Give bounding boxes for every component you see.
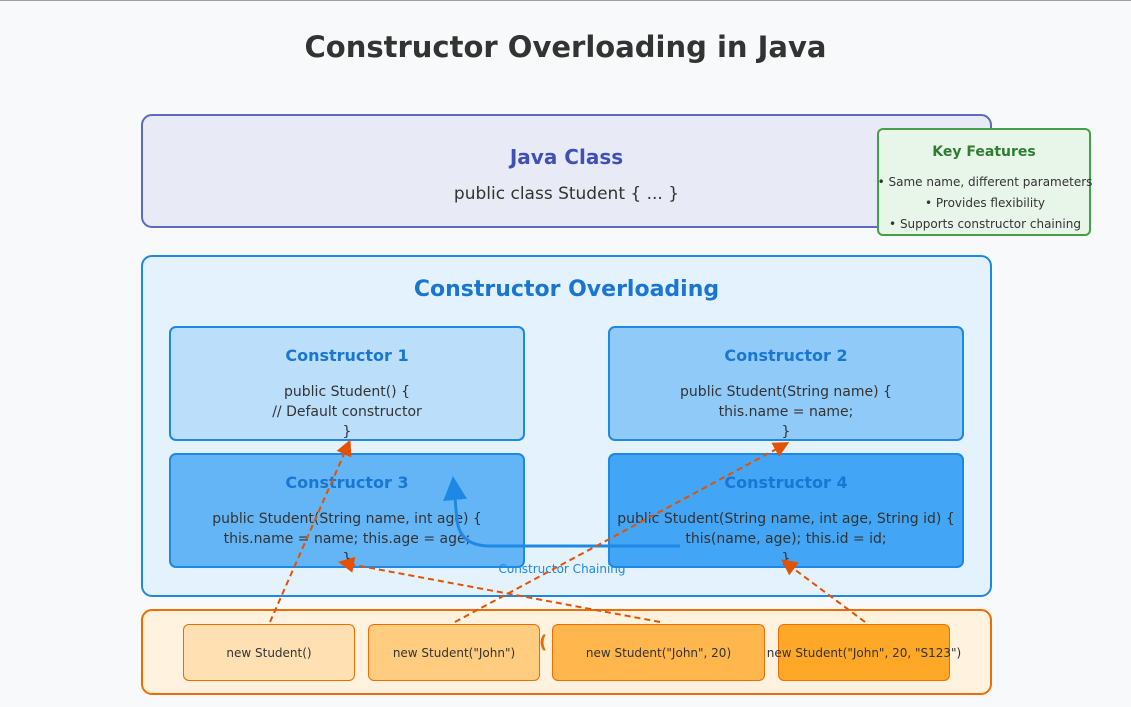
call-new-student-name-age-id: new Student("John", 20, "S123") xyxy=(767,624,961,681)
call-new-student-name: new Student("John") xyxy=(368,624,540,681)
constructor-code-line: public Student() { xyxy=(284,384,410,400)
constructor-code-line: public Student(String name, int age) { xyxy=(212,511,482,527)
constructor-4-box: Constructor 4 public Student(String name… xyxy=(608,453,964,568)
constructor-2-box: Constructor 2 public Student(String name… xyxy=(608,326,964,441)
key-feature-item: • Same name, different parameters xyxy=(877,175,1093,189)
constructor-code-line: // Default constructor xyxy=(272,404,422,420)
key-feature-item: • Provides flexibility xyxy=(924,196,1046,210)
diagram-title: Constructor Overloading in Java xyxy=(304,30,827,64)
constructor-code-line: } xyxy=(342,424,352,440)
constructor-title: Constructor 3 xyxy=(285,473,409,492)
call-new-student-name-age: new Student("John", 20) xyxy=(552,624,765,681)
chaining-label: Constructor Chaining xyxy=(498,562,626,576)
constructor-1-box: Constructor 1 public Student() { // Defa… xyxy=(169,326,525,441)
constructor-code-line: } xyxy=(781,551,791,567)
constructor-title: Constructor 4 xyxy=(724,473,848,492)
constructor-code-line: this(name, age); this.id = id; xyxy=(685,531,887,547)
call-new-student-default: new Student() xyxy=(183,624,355,681)
constructor-code-line: this.name = name; xyxy=(718,404,854,420)
usage-paren: ( xyxy=(539,632,548,653)
java-class-code: public class Student { ... } xyxy=(453,184,680,204)
key-features-title: Key Features xyxy=(932,144,1036,160)
key-features-box: Key Features • Same name, different para… xyxy=(877,128,1092,236)
constructor-code-line: public Student(String name) { xyxy=(680,384,892,400)
java-class-title: Java Class xyxy=(509,145,624,169)
constructor-title: Constructor 1 xyxy=(285,346,409,365)
constructor-code-line: } xyxy=(781,424,791,440)
java-class-box: Java Class public class Student { ... } xyxy=(141,114,992,228)
key-feature-item: • Supports constructor chaining xyxy=(889,217,1081,231)
constructor-3-box: Constructor 3 public Student(String name… xyxy=(169,453,525,568)
constructor-overloading-title: Constructor Overloading xyxy=(413,277,720,302)
constructor-code-line: public Student(String name, int age, Str… xyxy=(617,511,955,527)
constructor-title: Constructor 2 xyxy=(724,346,848,365)
constructor-code-line: this.name = name; this.age = age; xyxy=(223,531,471,547)
